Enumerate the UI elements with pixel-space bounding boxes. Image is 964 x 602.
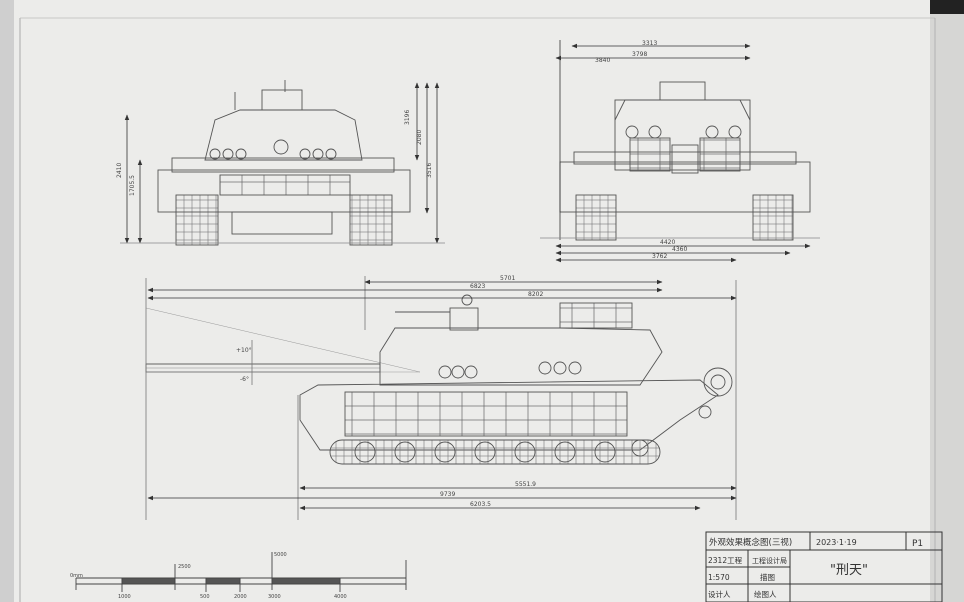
scale-bar-labels: 0mm 1000 500 2000 3000 4000 2500 5000 (70, 552, 347, 600)
scale-label-3: 2000 (234, 594, 247, 600)
side-turret (379, 327, 663, 386)
rear-dim-5: 4360 (672, 246, 687, 253)
title-block-scale: 1:570 (708, 573, 730, 582)
side-view-dimensions (145, 276, 737, 520)
scale-bar (75, 552, 407, 592)
side-hull (299, 379, 719, 451)
scale-label-1: 1000 (118, 594, 131, 600)
title-block-date: 2023·1·19 (816, 538, 857, 547)
rear-view-labels: 3313 3798 3840 4420 4360 3762 (595, 40, 687, 260)
side-dim-top-3: 8202 (528, 291, 543, 298)
side-dim-bottom-2: 9739 (440, 491, 455, 498)
front-view-dimensions (120, 82, 445, 244)
side-dim-bottom-1: 5551.9 (515, 481, 536, 488)
rear-dim-6: 3762 (652, 253, 667, 260)
front-dim-3: 3516 (426, 163, 433, 178)
title-block-drafter: 绘图人 (754, 589, 777, 599)
front-dim-2: 2080 (416, 130, 423, 145)
rear-dim-4: 4420 (660, 239, 675, 246)
paper-background (14, 0, 950, 602)
front-dim-1: 3196 (404, 110, 411, 125)
scale-label-5: 4000 (334, 594, 347, 600)
side-dim-top-1: 5701 (500, 275, 515, 282)
front-smoke-launchers (209, 139, 337, 160)
side-view (145, 294, 733, 465)
side-dim-top-2: 6823 (470, 283, 485, 290)
front-view (157, 80, 411, 246)
front-view-labels: 3196 2080 3516 2410 1705.5 (116, 110, 433, 196)
title-block-sheet: P1 (912, 539, 923, 549)
title-block-designer: 设计人 (708, 589, 731, 599)
side-angle-label: +10° (236, 347, 252, 354)
paper-right-shadow (930, 0, 964, 602)
side-view-labels: 5701 6823 8202 5551.9 9739 6203.5 +10° -… (236, 275, 543, 508)
scale-label-6: 2500 (178, 564, 191, 570)
title-block-project: 2312工程 (708, 556, 743, 565)
rear-view-dimensions (540, 40, 820, 263)
scale-label-2: 500 (200, 594, 210, 600)
side-dim-bottom-3: 6203.5 (470, 501, 491, 508)
scale-label-4: 3000 (268, 594, 281, 600)
front-dim-4: 2410 (116, 163, 123, 178)
scale-label-7: 5000 (274, 552, 287, 558)
road-wheels (354, 439, 649, 463)
rear-smoke-launchers (625, 125, 742, 139)
rear-view (559, 81, 811, 241)
rear-dim-2: 3798 (632, 51, 647, 58)
rear-dim-3: 3840 (595, 57, 610, 64)
front-dim-5: 1705.5 (129, 175, 136, 196)
title-block-title: 外观效果概念图(三视) (709, 537, 792, 548)
scale-label-0: 0mm (70, 573, 83, 579)
dark-corner (930, 0, 964, 14)
title-block-unit: 工程设计局 (752, 556, 787, 565)
side-skirt-armor (344, 391, 628, 437)
side-angle-label-2: -6° (240, 376, 249, 383)
title-block-name: "刑天" (830, 563, 868, 578)
title-block-material: 描图 (760, 572, 775, 582)
rear-dim-1: 3313 (642, 40, 657, 47)
title-block: 外观效果概念图(三视) 2023·1·19 P1 2312工程 工程设计局 1:… (705, 531, 943, 602)
